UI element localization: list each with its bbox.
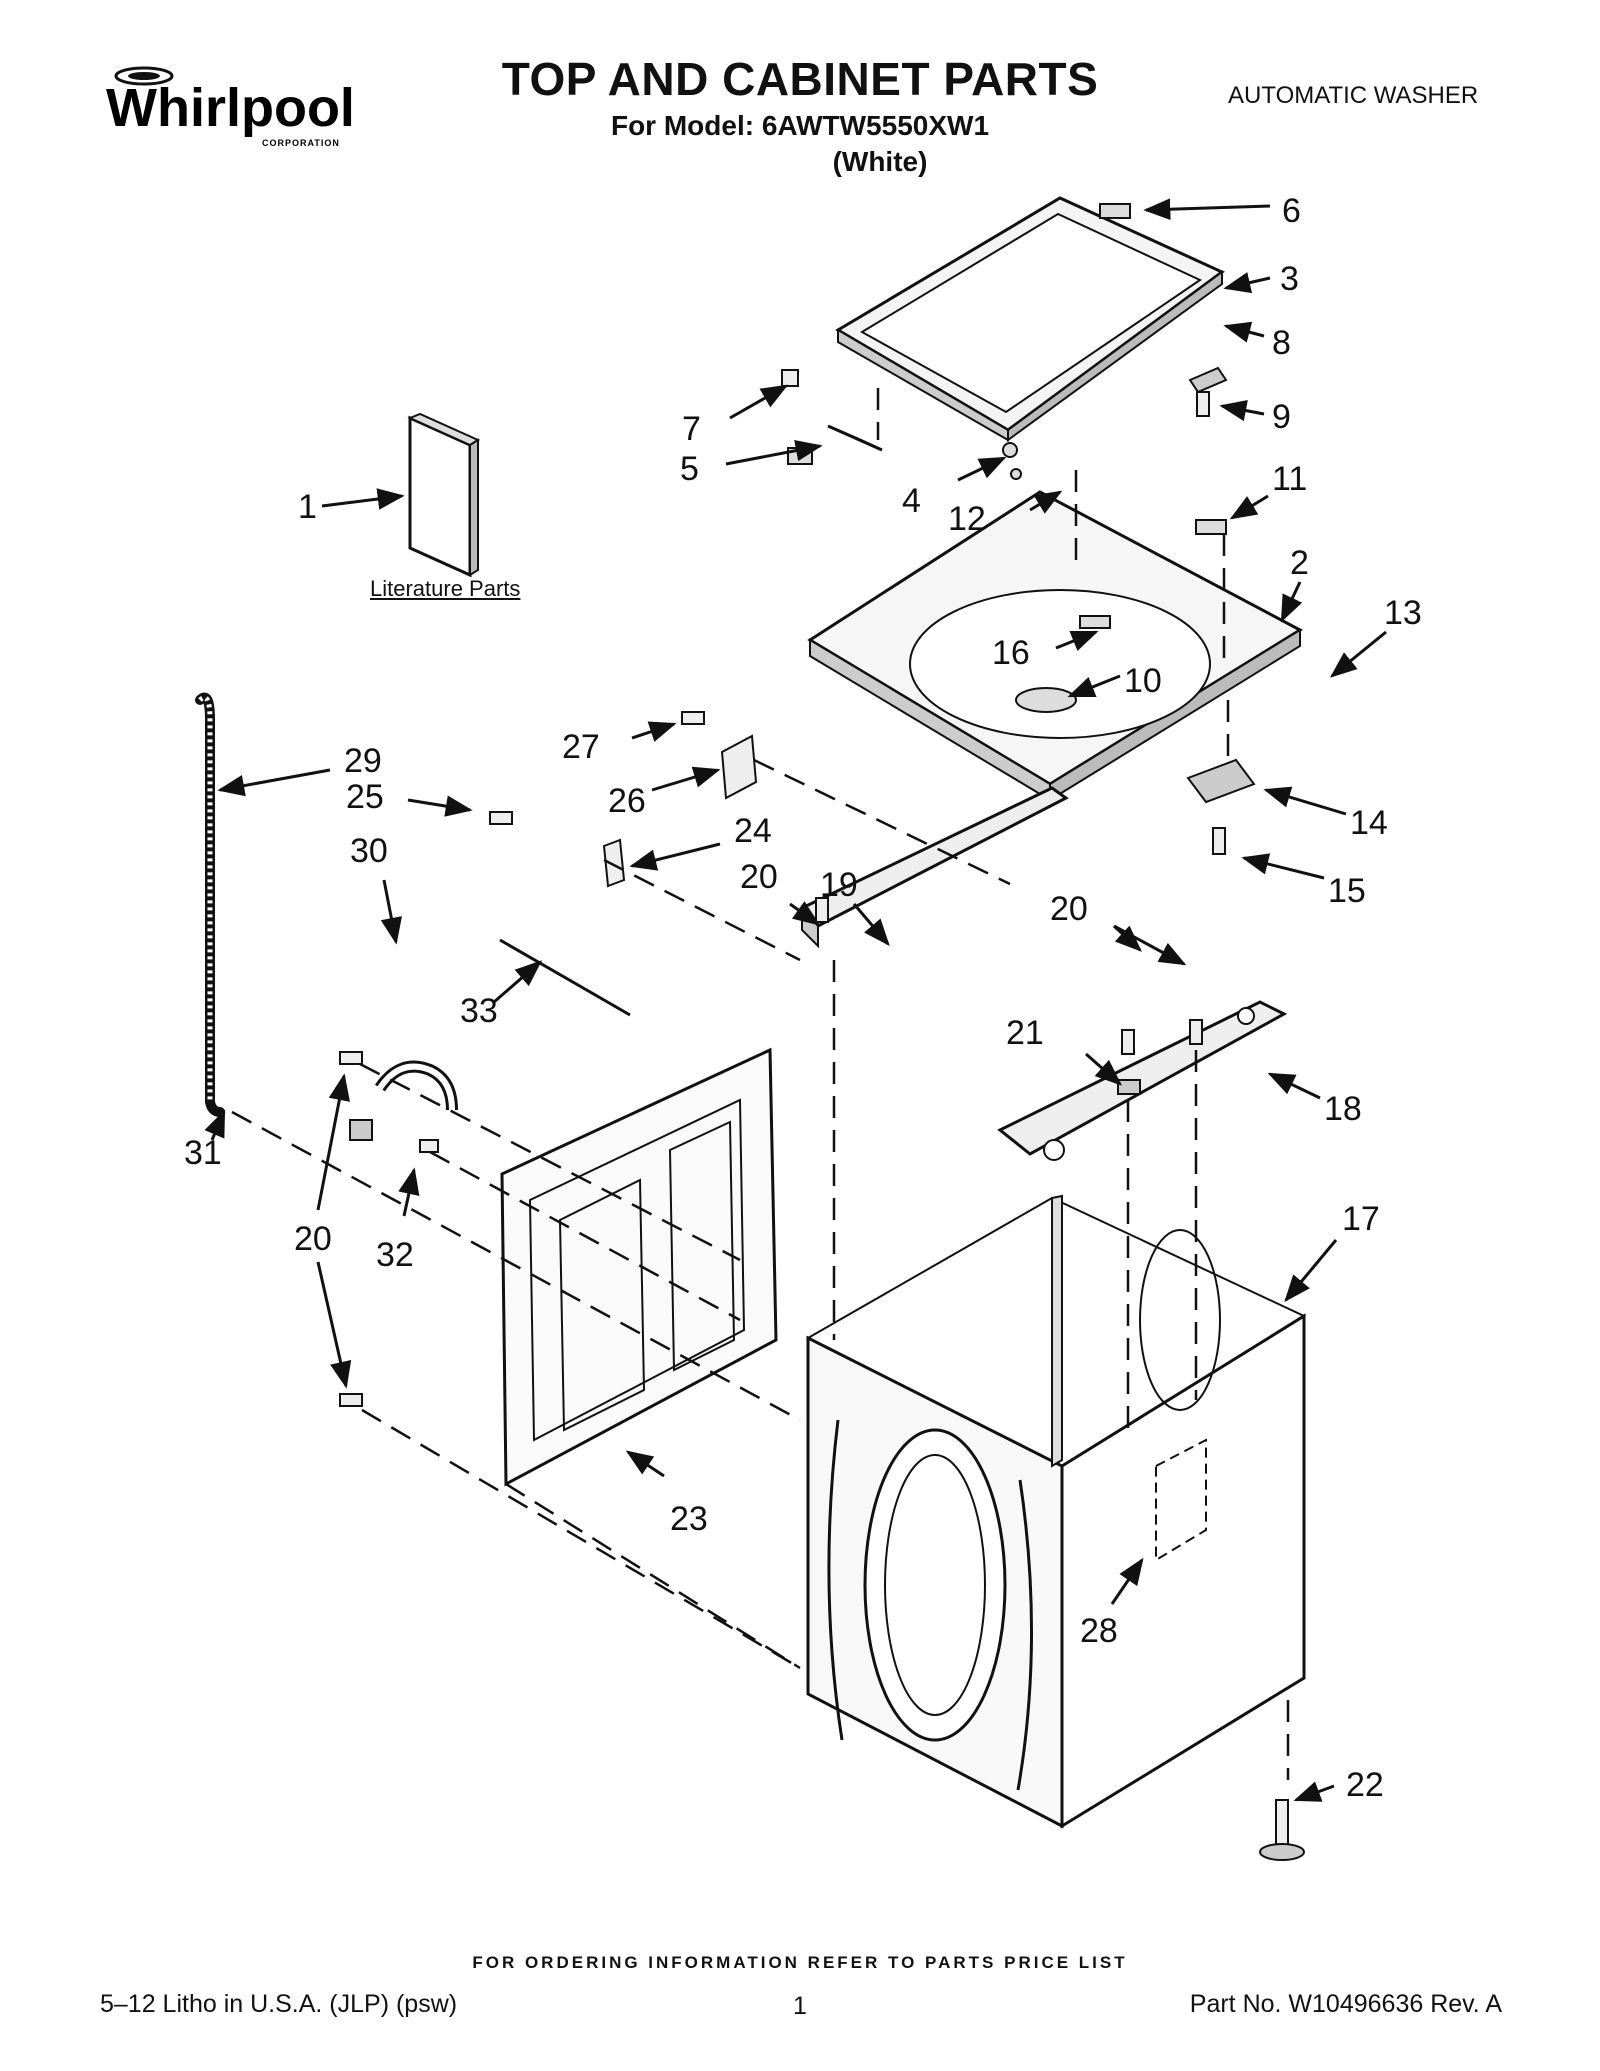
callout-23: 23 (670, 1500, 708, 1538)
callout-22: 22 (1346, 1766, 1384, 1804)
callout-25: 25 (346, 778, 384, 816)
callout-12: 12 (948, 500, 986, 538)
callout-30: 30 (350, 832, 388, 870)
color-line: (White) (832, 146, 928, 177)
callout-20a: 20 (740, 858, 778, 896)
top-panel (807, 490, 1304, 802)
rear-panel (500, 1047, 778, 1487)
logo-swirl-icon (114, 66, 174, 86)
callout-20c: 20 (294, 1220, 332, 1258)
callout-20b: 20 (1050, 890, 1088, 928)
callout-1: 1 (298, 488, 317, 526)
callout-24: 24 (734, 812, 772, 850)
literature-parts-label: Literature Parts (370, 576, 521, 601)
callout-29: 29 (344, 742, 382, 780)
page-title: TOP AND CABINET PARTS (501, 53, 1099, 105)
cabinet (805, 1194, 1307, 1829)
callout-5: 5 (680, 450, 699, 488)
callout-labels: 1 2 3 4 5 6 7 8 9 10 11 12 13 14 15 16 1… (184, 192, 1422, 1804)
callout-8: 8 (1272, 324, 1291, 362)
product-type: AUTOMATIC WASHER (1228, 82, 1479, 109)
callout-17: 17 (1342, 1200, 1380, 1238)
callout-13: 13 (1384, 594, 1422, 632)
callout-9: 9 (1272, 398, 1291, 436)
part-number: Part No. W10496636 Rev. A (1189, 1990, 1502, 2018)
callout-16: 16 (992, 634, 1030, 672)
callout-21: 21 (1006, 1014, 1044, 1052)
litho-line: 5–12 Litho in U.S.A. (JLP) (psw) (100, 1990, 458, 2018)
rear-brace (997, 1000, 1288, 1161)
small-parts (339, 203, 1305, 1861)
lid-assembly (835, 196, 1225, 442)
callout-6: 6 (1282, 192, 1301, 230)
callout-14: 14 (1350, 804, 1388, 842)
callout-27: 27 (562, 728, 600, 766)
whirlpool-logo: Whirlpool CORPORATION (106, 66, 355, 148)
callout-4: 4 (902, 482, 921, 520)
callout-19: 19 (820, 866, 858, 904)
callout-31: 31 (184, 1134, 222, 1172)
model-line: For Model: 6AWTW5550XW1 (610, 110, 990, 141)
drain-hose-ribs (198, 695, 213, 1102)
callout-32: 32 (376, 1236, 414, 1274)
literature-booklet (407, 412, 481, 578)
logo-swirl-inner (128, 72, 160, 80)
callout-11: 11 (1272, 460, 1307, 498)
logo-corporation: CORPORATION (262, 138, 340, 148)
callout-7: 7 (682, 410, 701, 448)
logo-wordmark: Whirlpool (106, 78, 355, 138)
callout-3: 3 (1280, 260, 1299, 298)
ordering-note: FOR ORDERING INFORMATION REFER TO PARTS … (472, 1953, 1128, 1972)
callout-10: 10 (1124, 662, 1162, 700)
callout-26: 26 (608, 782, 646, 820)
page-number: 1 (793, 1992, 807, 2020)
callout-2: 2 (1290, 544, 1309, 582)
callout-28: 28 (1080, 1612, 1118, 1650)
callout-33: 33 (460, 992, 498, 1030)
callout-18: 18 (1324, 1090, 1362, 1128)
callout-15: 15 (1328, 872, 1366, 910)
leader-arrows (204, 198, 1387, 1802)
